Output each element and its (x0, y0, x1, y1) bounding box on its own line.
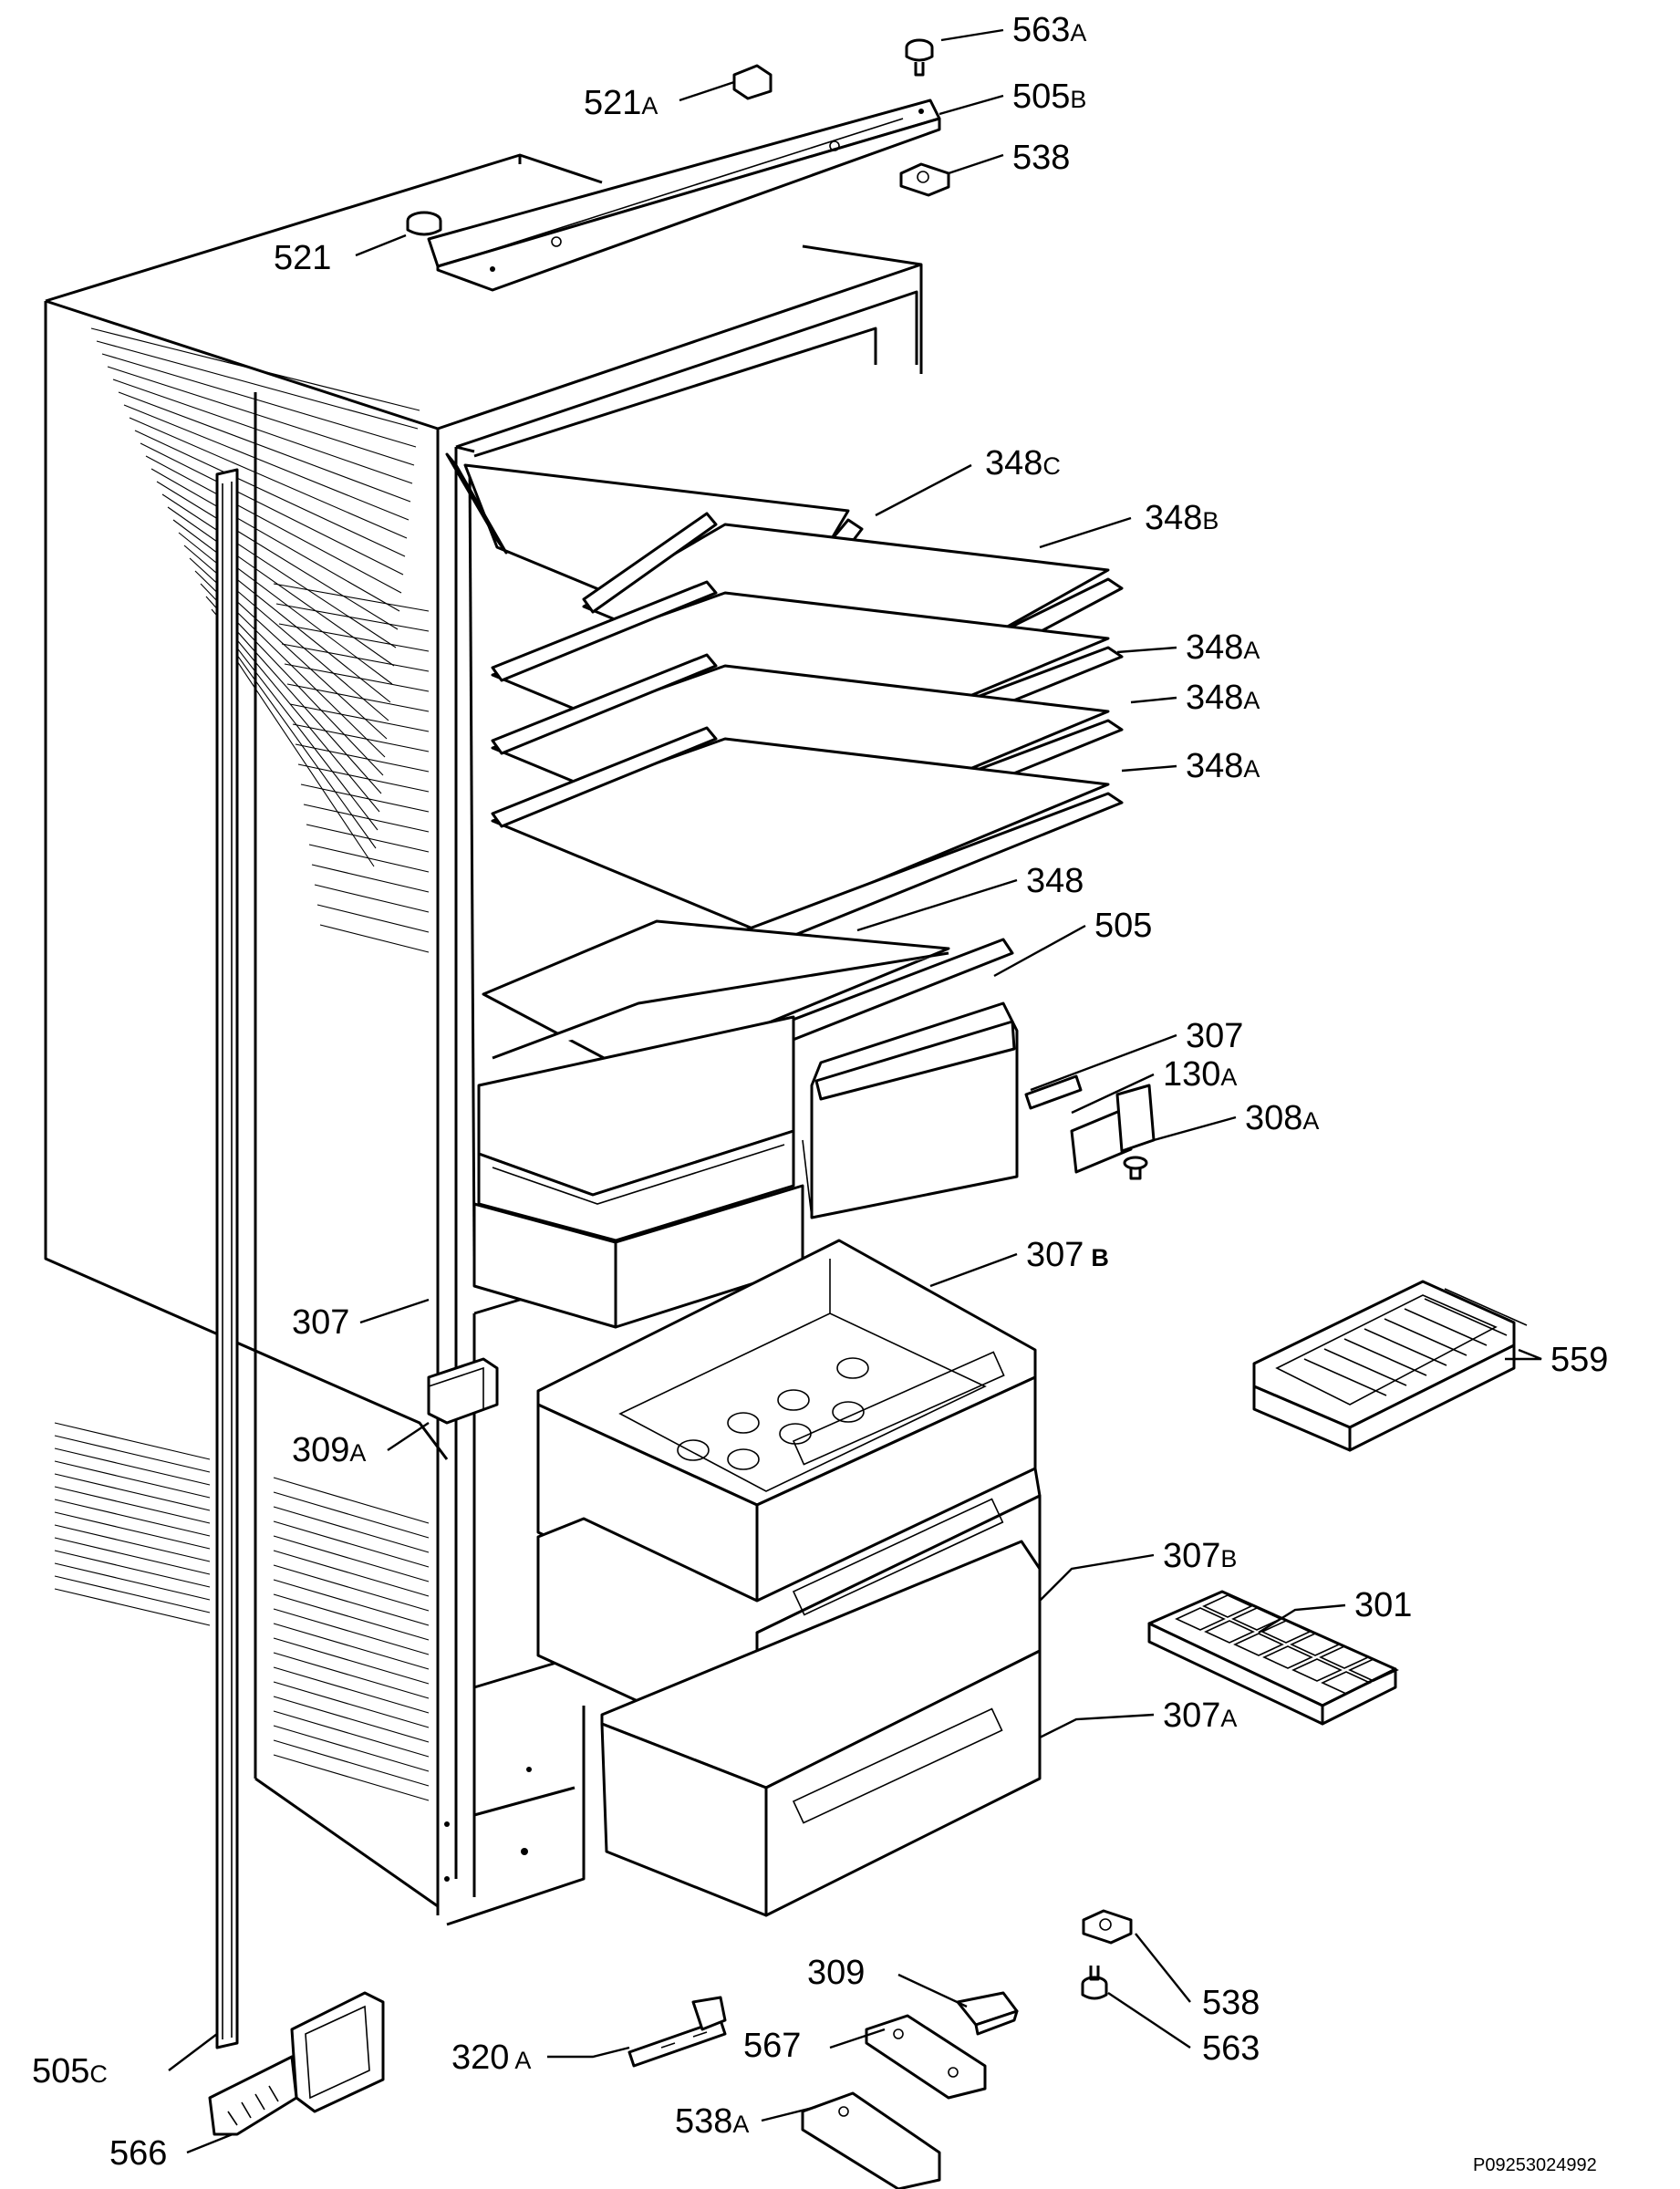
label-538a: 538A (675, 2102, 749, 2141)
side-shading-lower (54, 1422, 430, 1801)
leader-lines (168, 28, 1542, 2154)
label-309: 309 (807, 1954, 865, 1992)
label-307-left: 307 (292, 1303, 349, 1342)
glass-shelves (445, 452, 1124, 1092)
clip-309a (427, 1357, 499, 1425)
label-348c: 348C (985, 444, 1061, 482)
label-307b: 307B (1163, 1537, 1237, 1575)
cap-521a (732, 64, 773, 100)
drawer-307-right (802, 1001, 1019, 1219)
cover-538a (801, 2091, 941, 2189)
label-307a: 307A (1163, 1696, 1237, 1735)
door-gasket-505c (215, 468, 239, 2049)
label-559: 559 (1550, 1341, 1608, 1379)
top-rail-505b (427, 99, 941, 292)
key-566 (208, 1991, 385, 2136)
basket-307a (600, 1540, 1042, 1917)
label-348b: 348B (1145, 499, 1219, 537)
clip-309 (956, 1991, 1019, 2036)
label-563a: 563A (1012, 11, 1086, 49)
ice-pack-559 (1252, 1280, 1528, 1452)
label-505c: 505C (32, 2052, 108, 2090)
screw-563 (1081, 1966, 1108, 2000)
label-348a-3: 348A (1186, 747, 1260, 785)
label-348: 348 (1026, 862, 1084, 900)
label-309a: 309A (292, 1431, 366, 1469)
label-348a-2: 348A (1186, 679, 1260, 717)
label-521: 521 (274, 239, 331, 277)
label-130a: 130A (1163, 1055, 1237, 1094)
label-307-right: 307 (1186, 1017, 1243, 1055)
drawing-number: P09253024992 (1473, 2155, 1597, 2175)
label-505b: 505B (1012, 78, 1086, 116)
label-566: 566 (109, 2134, 167, 2173)
ice-pack-ribs (1303, 1288, 1528, 1396)
screw-563a (905, 38, 934, 77)
hinge-130a (1024, 1074, 1083, 1110)
label-521a: 521A (584, 84, 658, 122)
shelf-4 (491, 726, 1124, 960)
ice-tray-301 (1147, 1590, 1399, 1726)
cap-521 (406, 211, 442, 236)
slide-rail-320a (627, 1996, 727, 2068)
side-shading-upper (90, 327, 430, 953)
hinge-308a (1070, 1084, 1156, 1180)
label-567: 567 (743, 2027, 801, 2065)
label-308a: 308A (1245, 1099, 1319, 1137)
label-538-bottom: 538 (1202, 1984, 1260, 2022)
part-labels: 563A 521A 505B 538 521 348C 348B 348A 34… (32, 11, 1608, 2175)
label-505: 505 (1094, 907, 1152, 945)
hinge-538-bottom (1082, 1909, 1133, 1945)
shelf-348 (482, 919, 1014, 1092)
hinge-538-top (899, 162, 950, 197)
label-538-top: 538 (1012, 139, 1070, 177)
cover-567 (865, 2014, 987, 2100)
label-348a-1: 348A (1186, 628, 1260, 667)
drawer-307-left (472, 1015, 804, 1329)
label-563: 563 (1202, 2029, 1260, 2068)
label-301: 301 (1354, 1586, 1412, 1624)
ice-tray-cells (1175, 1594, 1399, 1695)
